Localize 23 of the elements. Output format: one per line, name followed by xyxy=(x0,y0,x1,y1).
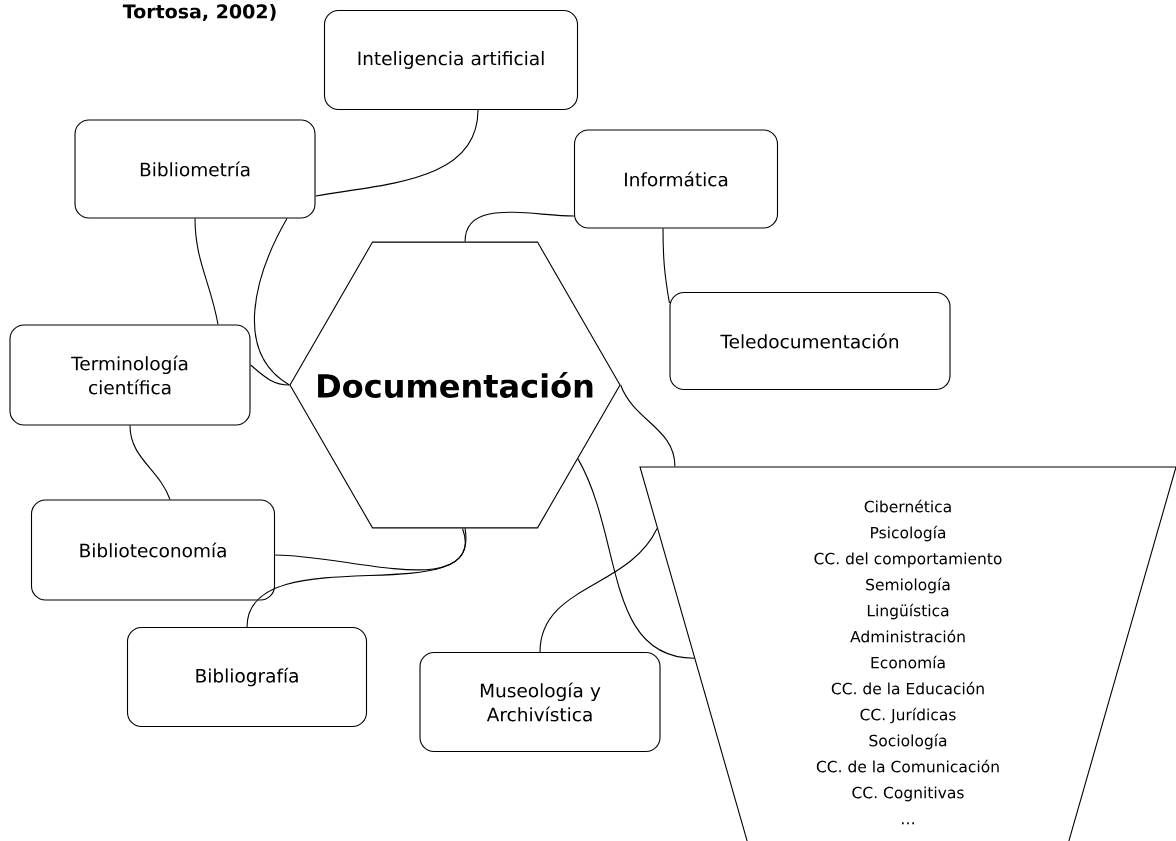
topic-box: Bibliografía xyxy=(126,626,368,728)
connector-line xyxy=(662,228,670,304)
hexagon: Documentación xyxy=(289,241,621,529)
connector-line xyxy=(315,109,479,197)
topic-box: Inteligencia artificial xyxy=(323,9,579,111)
connector-line xyxy=(274,527,467,571)
topic-box: Teledocumentación xyxy=(669,291,951,391)
topic-box: Biblioteconomía xyxy=(30,499,276,601)
caption-text: Tortosa, 2002) xyxy=(122,3,276,21)
connector-line xyxy=(620,384,676,467)
connector-line xyxy=(129,425,171,500)
trapezoid: Cibernética Psicología CC. del comportamiento Semiología Lingüística Administración Economía CC. de la Educación CC. Jurídicas Sociología CC. de la Comunicación CC. Cognitivas … xyxy=(639,466,1176,841)
topic-box: Informática xyxy=(573,129,779,229)
topic-box: Bibliometría xyxy=(74,119,316,219)
connector-line xyxy=(250,364,290,386)
connector-line xyxy=(577,458,695,659)
topic-box: Terminología científica xyxy=(9,324,251,426)
connector-line xyxy=(464,211,575,243)
connector-line xyxy=(539,528,658,653)
connector-line xyxy=(194,218,219,325)
topic-box: Museología y Archivística xyxy=(419,651,661,753)
connector-line xyxy=(254,218,290,386)
connector-line xyxy=(246,527,466,628)
